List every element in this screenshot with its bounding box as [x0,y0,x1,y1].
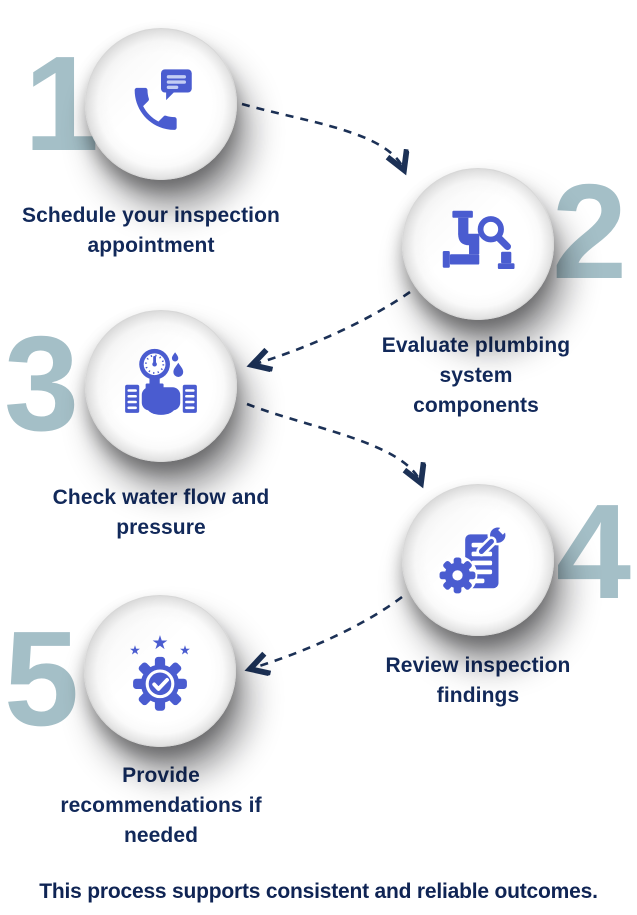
footer-summary: This process supports consistent and rel… [39,880,598,903]
step-1-circle [85,28,237,180]
step-5-circle: ★ ★ ★ [84,595,236,747]
step-2-label: Evaluate plumbing system components [381,334,571,417]
step-4-circle [402,484,554,636]
step-1-label: Schedule your inspection appointment [22,204,280,257]
gear-check-stars-icon: ★ ★ ★ [129,631,191,711]
svg-text:★: ★ [179,643,190,658]
svg-text:★: ★ [151,631,168,654]
step-5-number: 5 [4,603,79,754]
connector-1-2 [241,102,404,170]
step-5-label: Provide recommendations if needed [60,764,262,847]
step-3-number: 3 [4,308,79,459]
step-2-number: 2 [552,156,627,307]
step-3-circle [85,310,237,462]
phone-chat-icon [134,69,192,130]
gauge-valve-icon [125,348,197,415]
step-2-circle [402,168,554,320]
clipboard-wrench-gear-icon [437,523,510,596]
step-3-label: Check water flow and pressure [52,486,270,539]
pipe-magnifier-icon [442,210,515,269]
svg-text:★: ★ [129,643,140,658]
step-4-label: Review inspection findings [385,654,571,707]
step-4-number: 4 [556,476,631,627]
